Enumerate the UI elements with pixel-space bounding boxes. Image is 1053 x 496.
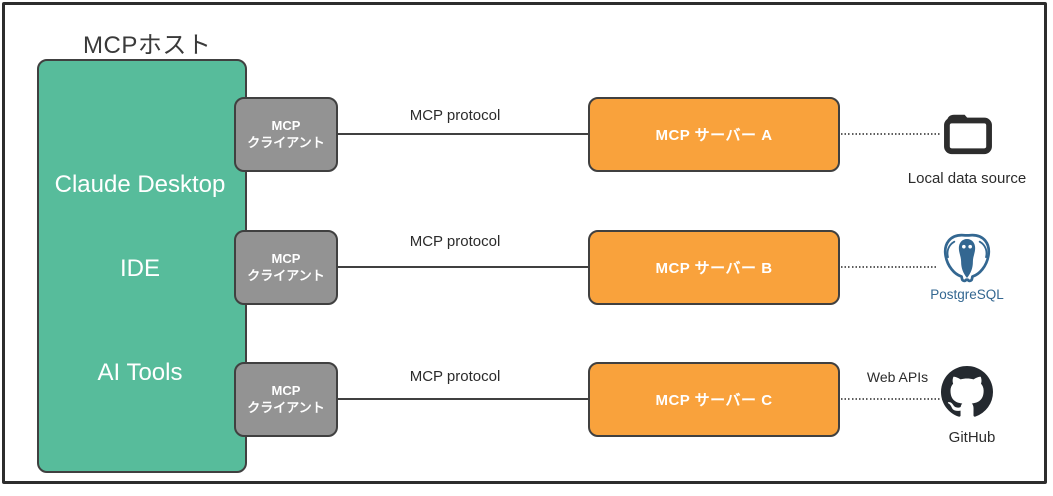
- protocol-label-1: MCP protocol: [409, 107, 501, 124]
- host-app-claude-desktop: Claude Desktop: [54, 171, 226, 198]
- connector-server-resource-2: [841, 266, 937, 268]
- github-icon: [941, 366, 993, 423]
- connector-client-server-1: [338, 133, 588, 135]
- connector-client-server-2: [338, 266, 588, 268]
- connector-client-server-3: [338, 398, 588, 400]
- mcp-client-label-line2: クライアント: [247, 267, 325, 283]
- host-app-ai-tools: AI Tools: [97, 359, 183, 386]
- mcp-client-label-line2: クライアント: [247, 399, 325, 415]
- mcp-client-box-3: MCP クライアント: [234, 362, 338, 437]
- mcp-server-a-box: MCP サーバー A: [588, 97, 840, 172]
- mcp-client-label-line1: MCP: [271, 250, 301, 266]
- mcp-client-box-2: MCP クライアント: [234, 230, 338, 305]
- mcp-client-box-1: MCP クライアント: [234, 97, 338, 172]
- protocol-label-2: MCP protocol: [409, 233, 501, 250]
- resource-label-local-data-source: Local data source: [907, 170, 1027, 187]
- mcp-client-label-line1: MCP: [271, 382, 301, 398]
- protocol-label-3: MCP protocol: [409, 368, 501, 385]
- mcp-server-b-box: MCP サーバー B: [588, 230, 840, 305]
- diagram-frame: [2, 2, 1047, 484]
- connector-server-resource-3: [841, 398, 945, 400]
- web-apis-label: Web APIs: [866, 369, 929, 385]
- host-app-ide: IDE: [119, 255, 160, 282]
- mcp-client-label-line2: クライアント: [247, 134, 325, 150]
- diagram-title: MCPホスト: [83, 32, 212, 59]
- connector-server-resource-1: [841, 133, 941, 135]
- mcp-server-c-box: MCP サーバー C: [588, 362, 840, 437]
- postgresql-icon: [938, 229, 996, 292]
- folder-icon: [941, 110, 995, 161]
- resource-label-postgresql: PostgreSQL: [930, 287, 1004, 302]
- mcp-client-label-line1: MCP: [271, 117, 301, 133]
- resource-label-github: GitHub: [948, 429, 996, 446]
- mcp-host-box: [37, 59, 247, 473]
